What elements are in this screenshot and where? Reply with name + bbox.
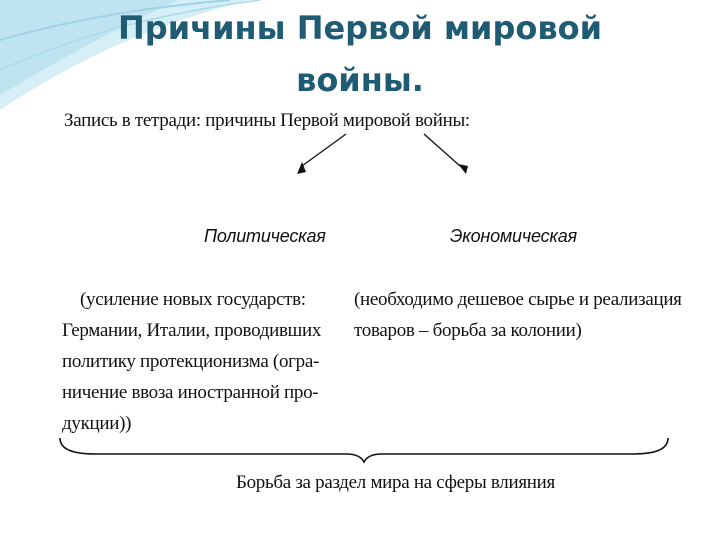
branch-arrows <box>297 133 468 174</box>
arrow-left-head <box>297 162 306 174</box>
note-scan-top: Запись в тетради: причины Первой мировой… <box>56 104 590 262</box>
cause-economic-label: Экономическая <box>450 226 577 246</box>
slide-title: Причины Первой мировой войны. <box>118 9 602 99</box>
arrow-right-head <box>458 164 468 174</box>
political-detail-line: дукции)) <box>62 413 132 434</box>
economic-detail-line: товаров – борьба за колонии) <box>354 320 582 341</box>
political-detail-line: политику протекционизма (огра- <box>62 351 320 372</box>
arrow-left-line <box>301 133 347 167</box>
note-heading: Запись в тетради: причины Первой мировой… <box>64 110 470 131</box>
arrow-right-line <box>423 133 461 167</box>
note-scan-bottom: (усиление новых государств: Германии, Ит… <box>56 266 682 504</box>
political-cause-details: (усиление новых государств: Германии, Ит… <box>62 284 352 439</box>
cause-political-label: Политическая <box>204 226 326 246</box>
economic-detail-line: (необходимо дешевое сырье и реализация <box>354 289 682 310</box>
conclusion-text: Борьба за раздел мира на сферы влияния <box>236 472 555 493</box>
political-detail-line: (усиление новых государств: <box>80 289 306 310</box>
political-detail-line: ничение ввоза иностранной про- <box>62 382 319 403</box>
political-detail-line: Германии, Италии, проводивших <box>62 320 322 341</box>
economic-cause-details: (необходимо дешевое сырье и реализация т… <box>354 284 682 346</box>
curly-brace-connector <box>59 437 669 464</box>
